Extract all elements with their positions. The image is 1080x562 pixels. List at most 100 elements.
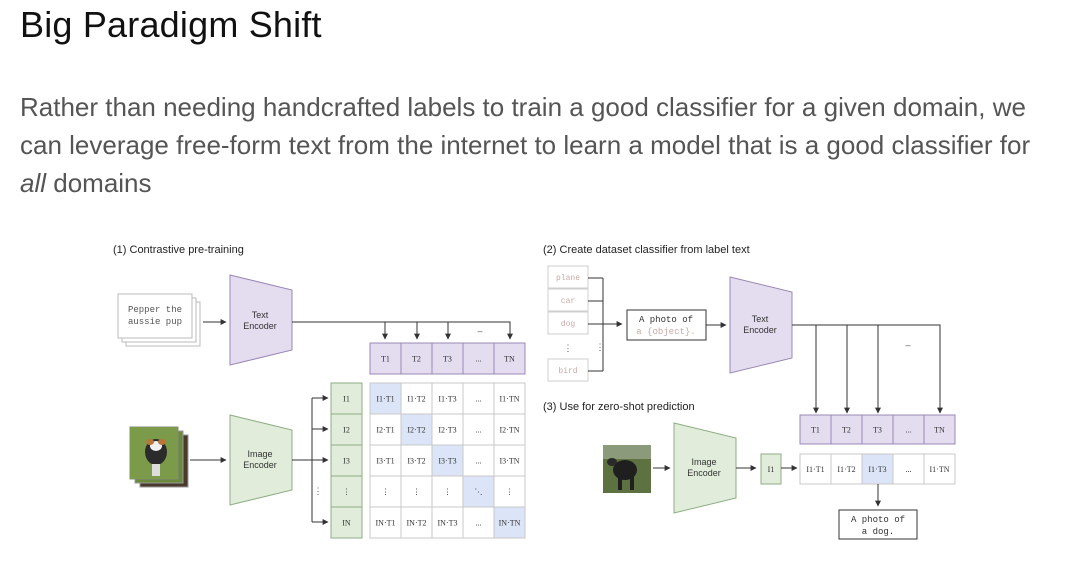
section3-title: (3) Use for zero-shot prediction (543, 401, 695, 413)
sim-cell: ⋮ (431, 475, 464, 508)
zs-score-3: ... (892, 453, 925, 485)
label-text: dog (561, 320, 576, 329)
sim-cell: I1·TN (493, 382, 526, 415)
image-encoder2-line2: Encoder (687, 468, 721, 478)
image-encoder: Image Encoder (229, 414, 293, 506)
text-encoder-2: Text Encoder (729, 276, 793, 374)
label-text: bird (558, 367, 577, 376)
sim-cell: ... (462, 413, 495, 446)
sim-cell: ... (462, 382, 495, 415)
image-encoder-line1: Image (247, 449, 272, 459)
body-text-part2: domains (46, 168, 152, 198)
zs-text-token-2: T3 (861, 414, 894, 445)
sim-cell-label: I2·T2 (407, 426, 425, 435)
text-token-1-label: T2 (412, 355, 421, 364)
image-token-0-label: I1 (343, 395, 350, 404)
zs-text-token-4-label: TN (934, 426, 945, 435)
body-text-emphasis: all (20, 168, 47, 198)
zs-text-token-3: ... (892, 414, 925, 445)
sim-cell: I2·T1 (369, 413, 402, 446)
sim-cell-label: IN·TN (499, 519, 521, 528)
sim-cell: I3·TN (493, 444, 526, 477)
zs-text-token-0-label: T1 (811, 426, 820, 435)
sim-cell: IN·T2 (400, 506, 433, 539)
section1-title: (1) Contrastive pre-training (113, 244, 244, 256)
sim-cell-label: I2·T1 (376, 426, 394, 435)
sim-cell: I1·T2 (400, 382, 433, 415)
text-token-2-label: T3 (443, 355, 452, 364)
zs-text-token-2-label: T3 (873, 426, 882, 435)
sim-cell-label: I2·TN (500, 426, 520, 435)
text-token-row: T1 T2 T3... TN (369, 342, 526, 375)
sim-cell: ⋮ (400, 475, 433, 508)
text-token-3-label: ... (476, 355, 482, 364)
sim-cell-label: I1·T2 (407, 395, 425, 404)
zero-shot-photo (603, 445, 651, 493)
sim-cell-label: ... (476, 395, 482, 404)
image-token-4-label: IN (342, 519, 351, 528)
prompt-template: A photo of a {object}. (626, 309, 707, 341)
zs-text-token-1-label: T2 (842, 426, 851, 435)
sim-cell: I1·T3 (431, 382, 464, 415)
slide-body-text: Rather than needing handcrafted labels t… (20, 88, 1060, 202)
caption-line2: aussie pup (128, 317, 182, 327)
sim-cell-label: I3·T1 (376, 457, 394, 466)
zs-score-1: I1·T2 (830, 453, 863, 485)
zs-score-0-label: I1·T1 (806, 465, 824, 474)
sim-cell-label: I3·T2 (407, 457, 425, 466)
caption-stack: Pepper the aussie pup (117, 293, 201, 347)
zs-score-2-label: I1·T3 (868, 465, 886, 474)
image-encoder2-line1: Image (691, 457, 716, 467)
section2-title: (2) Create dataset classifier from label… (543, 244, 750, 256)
sim-cell-label: ⋱ (475, 488, 483, 497)
image-token-1-label: I2 (343, 426, 350, 435)
text-token-1: T2 (400, 342, 433, 375)
zs-text-token-3-label: ... (906, 426, 912, 435)
zs-score-2: I1·T3 (861, 453, 894, 485)
sim-cell-label: IN·T2 (407, 519, 427, 528)
zero-shot-score-row: I1·T1 I1·T2 I1·T3... I1·TN (799, 453, 956, 485)
sim-cell: IN·TN (493, 506, 526, 539)
sim-cell-label: I1·T1 (376, 395, 394, 404)
image-encoder-line2: Encoder (243, 460, 277, 470)
text-token-0-label: T1 (381, 355, 390, 364)
slide-title: Big Paradigm Shift (20, 4, 322, 45)
image-token-2: I3 (330, 444, 363, 477)
sim-cell: ... (462, 506, 495, 539)
text-token-4: TN (493, 342, 526, 375)
text-encoder2-line2: Encoder (743, 325, 777, 335)
text-token-4-label: TN (504, 355, 515, 364)
sim-cell-label: IN·T1 (376, 519, 396, 528)
sim-cell: I2·T3 (431, 413, 464, 446)
label-item: bird (547, 358, 589, 382)
body-text-part1: Rather than needing handcrafted labels t… (20, 92, 1031, 160)
sim-cell-label: ... (476, 426, 482, 435)
result-line1: A photo of (851, 515, 905, 525)
zs-score-4-label: I1·TN (930, 465, 950, 474)
zs-score-4: I1·TN (923, 453, 956, 485)
text-encoder: Text Encoder (229, 274, 293, 366)
sim-cell-label: ⋮ (444, 488, 452, 497)
sim-cell: I2·TN (493, 413, 526, 446)
text-encoder2-line1: Text (752, 314, 769, 324)
zs-score-3-label: ... (906, 465, 912, 474)
sim-cell-label: I3·T3 (438, 457, 456, 466)
image-token-3-label: ⋮ (343, 488, 351, 497)
label-text: plane (556, 274, 580, 283)
image-token-3: ⋮ (330, 475, 363, 508)
sim-cell-label: ⋮ (506, 488, 514, 497)
text-token-2: T3 (431, 342, 464, 375)
sim-cell: I1·T1 (369, 382, 402, 415)
label-item: plane (547, 265, 589, 289)
sim-cell: I2·T2 (400, 413, 433, 446)
zs-score-1-label: I1·T2 (837, 465, 855, 474)
image-stack (129, 426, 189, 488)
sim-cell: ⋮ (369, 475, 402, 508)
zs-text-token-0: T1 (799, 414, 832, 445)
sim-cell-label: I1·T3 (438, 395, 456, 404)
similarity-matrix: I1·T1 I1·T2 I1·T3... I1·TN I2·T1 I2·T2 I2·T3..… (369, 382, 526, 539)
label-ellipsis: ⋮ (564, 343, 573, 353)
prediction-result: A photo of a dog. (838, 509, 918, 540)
zs-text-token-4: TN (923, 414, 956, 445)
